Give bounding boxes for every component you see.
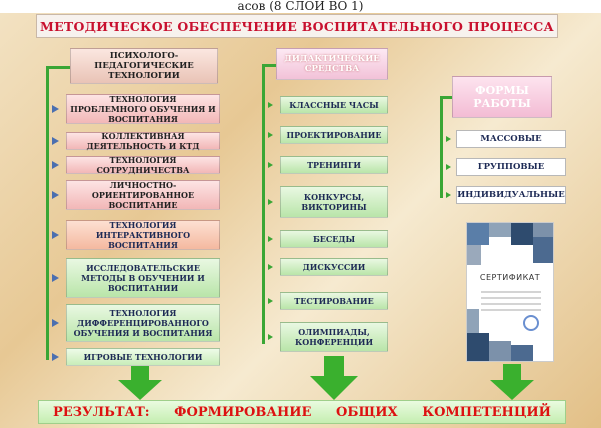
certificate-image: СЕРТИФИКАТ [466, 222, 554, 362]
cert-block [533, 223, 553, 237]
cert-line [481, 297, 541, 299]
certificate-text-lines [481, 287, 541, 315]
cert-block [511, 345, 533, 361]
tick-col2-item-2 [268, 132, 273, 138]
col1-item-3: ТЕХНОЛОГИЯ СОТРУДНИЧЕСТВА [66, 155, 220, 175]
cert-block [511, 223, 533, 245]
col2-connector [262, 64, 265, 344]
col3-item-3: ИНДИВИДУАЛЬНЫЕ [456, 186, 566, 204]
col2-item-7: ТЕСТИРОВАНИЕ [280, 292, 388, 310]
result-bar: РЕЗУЛЬТАТ: ФОРМИРОВАНИЕ ОБЩИХ КОМПЕТЕНЦИ… [38, 400, 566, 424]
certificate-title: СЕРТИФИКАТ [479, 273, 541, 282]
tick-col3-item-1 [446, 136, 451, 142]
col3-connector [440, 96, 443, 198]
cert-block [467, 333, 489, 361]
col1-item-7: ТЕХНОЛОГИЯ ДИФФЕРЕНЦИРОВАННОГО ОБУЧЕНИЯ … [66, 304, 220, 342]
col3-header: ФОРМЫ РАБОТЫ [452, 76, 552, 118]
tick-col3-item-3 [446, 192, 451, 198]
certificate-seal [523, 315, 539, 331]
col1-connector-top [46, 66, 70, 69]
col2-item-3: ТРЕНИНГИ [280, 156, 388, 174]
tick-col2-item-1 [268, 102, 273, 108]
col2-item-8: ОЛИМПИАДЫ, КОНФЕРЕНЦИИ [280, 322, 388, 352]
cert-line [481, 309, 541, 311]
cert-block [467, 223, 489, 245]
arrow-col1-item-8 [52, 353, 59, 361]
cert-block [533, 237, 553, 263]
arrow-col1-item-6 [52, 274, 59, 282]
cert-block [489, 341, 511, 361]
col2-item-5: БЕСЕДЫ [280, 230, 388, 248]
tick-col2-item-4 [268, 199, 273, 205]
col2-item-4: КОНКУРСЫ, ВИКТОРИНЫ [280, 186, 388, 218]
col1-item-6: ИССЛЕДОВАТЕЛЬСКИЕ МЕТОДЫ В ОБУЧЕНИИ И ВО… [66, 258, 220, 298]
down-arrow-icon [310, 356, 358, 400]
col1-connector [46, 66, 49, 360]
result-word: КОМПЕТЕНЦИЙ [422, 404, 551, 420]
down-arrow-icon [118, 366, 162, 400]
col1-item-8: ИГРОВЫЕ ТЕХНОЛОГИИ [66, 348, 220, 366]
result-word: ОБЩИХ [336, 404, 398, 420]
col2-item-1: КЛАССНЫЕ ЧАСЫ [280, 96, 388, 114]
tick-col3-item-2 [446, 164, 451, 170]
down-arrow-icon [490, 364, 534, 400]
arrow-col1-item-5 [52, 231, 59, 239]
cert-block [467, 309, 479, 333]
tick-col2-item-6 [268, 264, 273, 270]
col3-connector-top [440, 96, 452, 99]
arrow-col1-item-2 [52, 137, 59, 145]
col2-item-6: ДИСКУССИИ [280, 258, 388, 276]
col2-connector-top [262, 64, 276, 67]
cert-block [489, 223, 511, 237]
col3-item-2: ГРУППОВЫЕ [456, 158, 566, 176]
arrow-col1-item-3 [52, 161, 59, 169]
col1-item-2: КОЛЛЕКТИВНАЯ ДЕЯТЕЛЬНОСТЬ И КТД [66, 131, 220, 151]
tick-col2-item-5 [268, 236, 273, 242]
col1-item-1: ТЕХНОЛОГИЯ ПРОБЛЕМНОГО ОБУЧЕНИЯ И ВОСПИТ… [66, 94, 220, 124]
result-word: ФОРМИРОВАНИЕ [174, 404, 312, 420]
tick-col2-item-3 [268, 162, 273, 168]
cert-block [467, 245, 481, 265]
slide-title: МЕТОДИЧЕСКОЕ ОБЕСПЕЧЕНИЕ ВОСПИТАТЕЛЬНОГО… [36, 14, 558, 38]
arrow-col1-item-4 [52, 191, 59, 199]
result-label: РЕЗУЛЬТАТ: [53, 404, 150, 420]
cert-line [481, 291, 541, 293]
tick-col2-item-8 [268, 334, 273, 340]
cert-line [481, 303, 541, 305]
arrow-col1-item-7 [52, 319, 59, 327]
col3-item-1: МАССОВЫЕ [456, 130, 566, 148]
col1-item-5: ТЕХНОЛОГИЯ ИНТЕРАКТИВНОГО ВОСПИТАНИЯ [66, 220, 220, 250]
tick-col2-item-7 [268, 298, 273, 304]
col2-item-2: ПРОЕКТИРОВАНИЕ [280, 126, 388, 144]
caption-strip: асов (8 СЛОЙ ВО 1) [0, 0, 601, 13]
col1-item-4: ЛИЧНОСТНО-ОРИЕНТИРОВАННОЕ ВОСПИТАНИЕ [66, 180, 220, 210]
col2-header: ДИДАКТИЧЕСКИЕ СРЕДСТВА [276, 48, 388, 80]
col1-header: ПСИХОЛОГО-ПЕДАГОГИЧЕСКИЕ ТЕХНОЛОГИИ [70, 48, 218, 84]
arrow-col1-item-1 [52, 105, 59, 113]
